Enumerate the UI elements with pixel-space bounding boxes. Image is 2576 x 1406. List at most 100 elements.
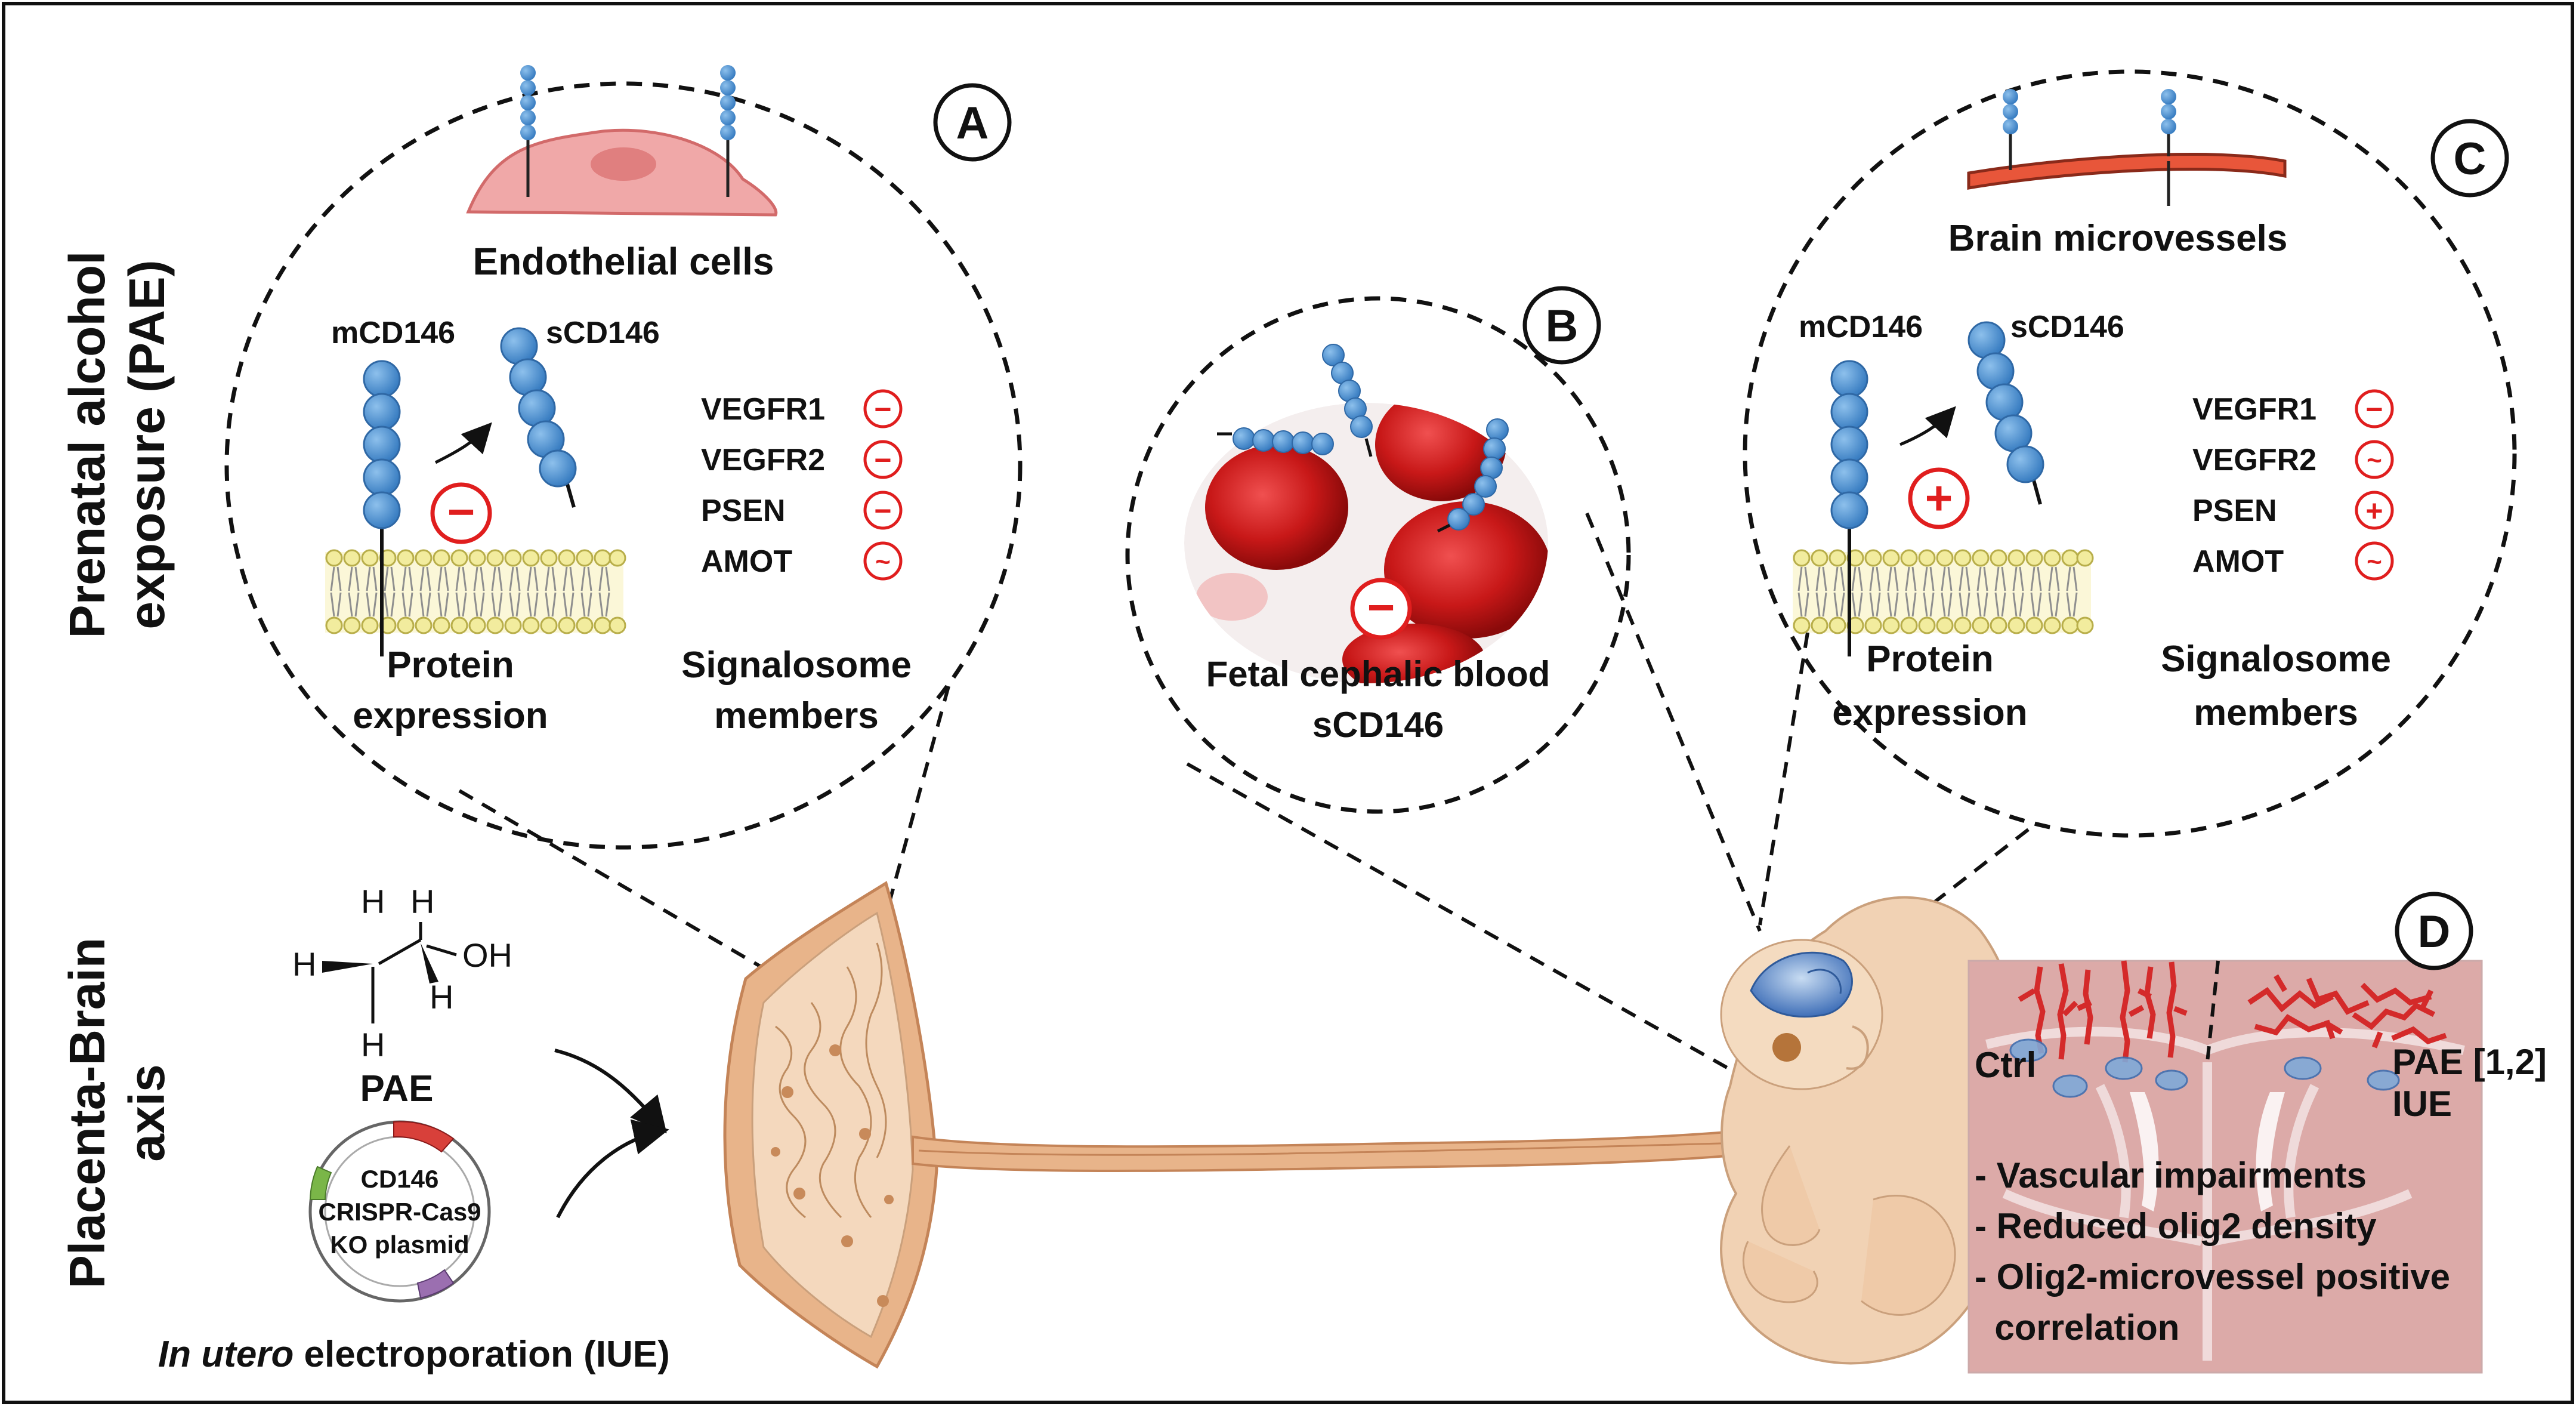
svg-text:~: ~ xyxy=(875,547,891,576)
svg-text:Placenta-Brain: Placenta-Brain xyxy=(59,938,115,1288)
panel-a-zoom-line-right xyxy=(887,686,950,905)
plasmid-line-3: KO plasmid xyxy=(330,1231,469,1259)
svg-text:−: − xyxy=(874,494,891,528)
panel-c-circle xyxy=(1743,69,2517,838)
endothelial-cells-label: Endothelial cells xyxy=(472,240,774,283)
microvessel-icon xyxy=(1967,153,2287,190)
member-a-2: PSEN xyxy=(701,494,786,528)
finding-2: - Olig2-microvessel positive xyxy=(1975,1257,2450,1297)
umbilical-cord xyxy=(912,1129,1743,1172)
panel-b-letter-badge xyxy=(1522,286,1601,365)
panel-a-circle xyxy=(224,81,1023,850)
member-c-1: VEGFR2 xyxy=(2192,443,2316,477)
brain-microvessels-label: Brain microvessels xyxy=(1948,218,2288,259)
ethanol-molecule: H H H H H OH PAE xyxy=(292,883,512,1109)
svg-text:−: − xyxy=(874,443,891,477)
scd146-chains-b xyxy=(1217,344,1509,533)
protein-label-c-1: Protein xyxy=(1866,639,1994,680)
panel-d: D Ctrl PAE [1,2] IUE - Vascular impairme… xyxy=(1967,892,2547,1374)
pae-ref-label: PAE [1,2] xyxy=(2392,1042,2547,1082)
scd146-label-a: sCD146 xyxy=(546,316,660,350)
plasmid-icon: CD146 CRISPR-Cas9 KO plasmid xyxy=(308,1120,491,1303)
mcd146-chain-c xyxy=(1830,360,1868,529)
scd146-chain-a xyxy=(500,327,577,488)
membrane-bilayer-c xyxy=(1793,549,2094,634)
cd146-chain-small-1 xyxy=(520,65,536,140)
signalosome-label-a-1: Signalosome xyxy=(681,645,912,686)
member-a-0: VEGFR1 xyxy=(701,392,825,427)
panel-b-letter: B xyxy=(1546,301,1579,352)
svg-text:exposure (PAE): exposure (PAE) xyxy=(119,260,175,629)
scd146-label-c: sCD146 xyxy=(2010,310,2124,344)
svg-text:H: H xyxy=(361,1026,385,1063)
arrow-pae-to-placenta xyxy=(554,1049,667,1134)
svg-text:OH: OH xyxy=(462,936,512,974)
side-label-pae: Prenatal alcohol exposure (PAE) xyxy=(59,251,175,639)
panel-a-zoom-line-left xyxy=(458,789,783,980)
fetal-blood-label: Fetal cephalic blood xyxy=(1206,654,1550,694)
increase-sign-c xyxy=(1908,467,1970,529)
signalosome-label-c-1: Signalosome xyxy=(2161,639,2391,680)
scd146-chain-c xyxy=(1967,321,2044,483)
cd146-chain-small-2 xyxy=(720,65,736,140)
pae-label: PAE xyxy=(360,1068,434,1109)
hemisphere-divider xyxy=(2206,960,2220,1063)
cleavage-arrow-a xyxy=(434,422,492,464)
cleavage-arrow-c xyxy=(1899,406,1956,446)
signalosome-label-a-2: members xyxy=(714,695,879,736)
plasmid-line-2: CRISPR-Cas9 xyxy=(318,1198,481,1226)
svg-text:~: ~ xyxy=(2367,547,2382,576)
member-a-3: AMOT xyxy=(701,544,792,579)
svg-text:+: + xyxy=(2365,494,2383,528)
svg-text:H: H xyxy=(292,945,316,983)
panel-a: A Endothelial cells mCD146 sCD146 xyxy=(224,65,1023,980)
umbilical-cord-line xyxy=(918,1142,1743,1156)
side-label-placenta-brain: Placenta-Brain axis xyxy=(59,938,175,1288)
plasmid-line-1: CD146 xyxy=(361,1165,439,1193)
mcd146-chain-a xyxy=(363,360,401,529)
panel-c: C Brain microvessels mCD146 sCD146 xyxy=(1743,69,2517,933)
svg-text:−: − xyxy=(874,393,891,426)
fetus-icon xyxy=(1720,896,2025,1365)
member-c-0: VEGFR1 xyxy=(2192,392,2316,427)
signalosome-list-c: VEGFR1 − VEGFR2 ~ PSEN + AMOT ~ xyxy=(2192,389,2394,581)
panel-c-zoom-line-left xyxy=(1758,632,1809,926)
protein-label-c-2: expression xyxy=(1832,692,2027,733)
decrease-sign-a xyxy=(430,482,492,544)
mcd146-label-a: mCD146 xyxy=(331,316,455,350)
protein-label-a-2: expression xyxy=(353,695,548,736)
decrease-sign-b xyxy=(1350,578,1412,640)
cd146-chain-small-3 xyxy=(2003,89,2176,134)
member-a-1: VEGFR2 xyxy=(701,443,825,477)
finding-1: - Reduced olig2 density xyxy=(1975,1206,2377,1246)
panel-d-letter-badge xyxy=(2395,892,2473,970)
pae-vessels xyxy=(2247,974,2447,1049)
membrane-bilayer-a xyxy=(325,549,626,634)
iue-short-label: IUE xyxy=(2392,1084,2452,1124)
panel-b-circle xyxy=(1125,296,1631,814)
iue-label: In utero electroporation (IUE) xyxy=(158,1334,670,1375)
scd146-label-b: sCD146 xyxy=(1312,705,1444,745)
olig2-cells xyxy=(2009,1038,2400,1098)
arrow-plasmid-to-placenta xyxy=(556,1119,669,1219)
svg-text:axis: axis xyxy=(119,1064,175,1162)
finding-0: - Vascular impairments xyxy=(1975,1155,2367,1195)
ctrl-label: Ctrl xyxy=(1975,1045,2036,1085)
svg-text:H: H xyxy=(430,978,453,1016)
svg-text:H: H xyxy=(410,883,434,920)
svg-text:In utero electroporation (IUE): In utero electroporation (IUE) xyxy=(158,1334,670,1375)
panel-b: B − Fetal cephalic blood sCD146 xyxy=(1125,286,1762,1088)
svg-text:Prenatal alcohol: Prenatal alcohol xyxy=(59,251,115,639)
member-c-3: AMOT xyxy=(2192,544,2284,579)
panel-c-letter-badge xyxy=(2430,119,2509,198)
mcd146-label-c: mCD146 xyxy=(1799,310,1923,344)
panel-b-zoom-line-right xyxy=(1585,512,1762,932)
panel-c-letter: C xyxy=(2454,134,2487,184)
finding-3: correlation xyxy=(1975,1308,2179,1348)
signalosome-list-a: VEGFR1 − VEGFR2 − PSEN − AMOT ~ xyxy=(701,389,903,581)
svg-text:~: ~ xyxy=(2367,446,2382,475)
signalosome-label-c-2: members xyxy=(2194,692,2358,733)
endothelial-cell-icon xyxy=(466,128,778,217)
panel-b-zoom-line-left xyxy=(1186,762,1761,1088)
